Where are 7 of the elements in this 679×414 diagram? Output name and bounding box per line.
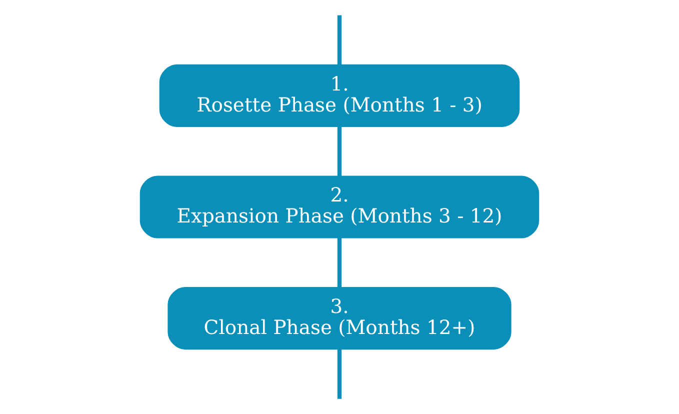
node-box: 3. Clonal Phase (Months 12+) (168, 287, 512, 350)
connector (337, 126, 342, 176)
connector (337, 349, 342, 399)
connector (337, 238, 342, 288)
connector (337, 15, 342, 65)
node-box: 1. Rosette Phase (Months 1 - 3) (159, 64, 520, 127)
node-box: 2. Expansion Phase (Months 3 - 12) (140, 176, 540, 238)
